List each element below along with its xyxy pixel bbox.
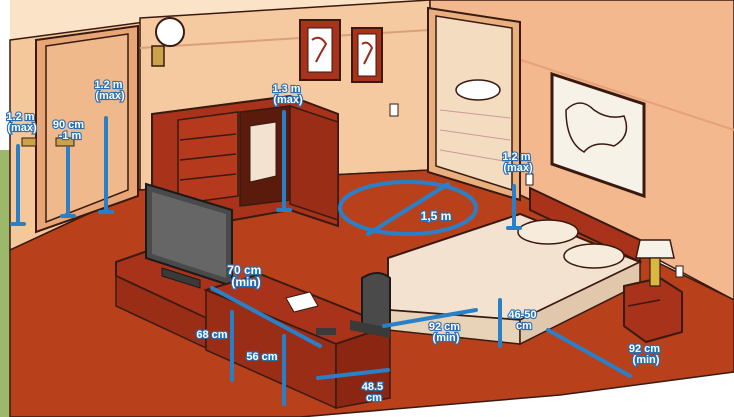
label-door-lock: 1.2 m (max) bbox=[94, 79, 125, 102]
label-turning-circle: 1,5 m bbox=[421, 209, 452, 223]
label-bedside-switch: 1.2 m (max) bbox=[502, 151, 533, 174]
label-desk-knee: 56 cm bbox=[246, 351, 277, 363]
label-desk-height: 68 cm bbox=[196, 329, 227, 341]
light-switch-icon bbox=[676, 266, 683, 277]
light-switch-icon bbox=[526, 174, 533, 185]
label-desk-width: 70 cm (min) bbox=[227, 263, 264, 289]
label-bed-side: 92 cm (min) bbox=[429, 321, 463, 344]
label-door-handle: 1.2 m (max) bbox=[6, 111, 37, 134]
bathroom-sink bbox=[456, 80, 500, 100]
label-bed-foot: 92 cm (min) bbox=[629, 343, 663, 366]
hanging-jacket bbox=[250, 122, 276, 182]
light-switch-icon bbox=[390, 104, 398, 116]
remote-control bbox=[316, 328, 336, 335]
card-reader bbox=[22, 138, 36, 146]
label-wardrobe-rail: 1.3 m (max) bbox=[272, 83, 303, 106]
framed-picture-icon bbox=[352, 28, 382, 82]
framed-picture-icon bbox=[300, 20, 340, 80]
nightstand bbox=[624, 278, 682, 342]
